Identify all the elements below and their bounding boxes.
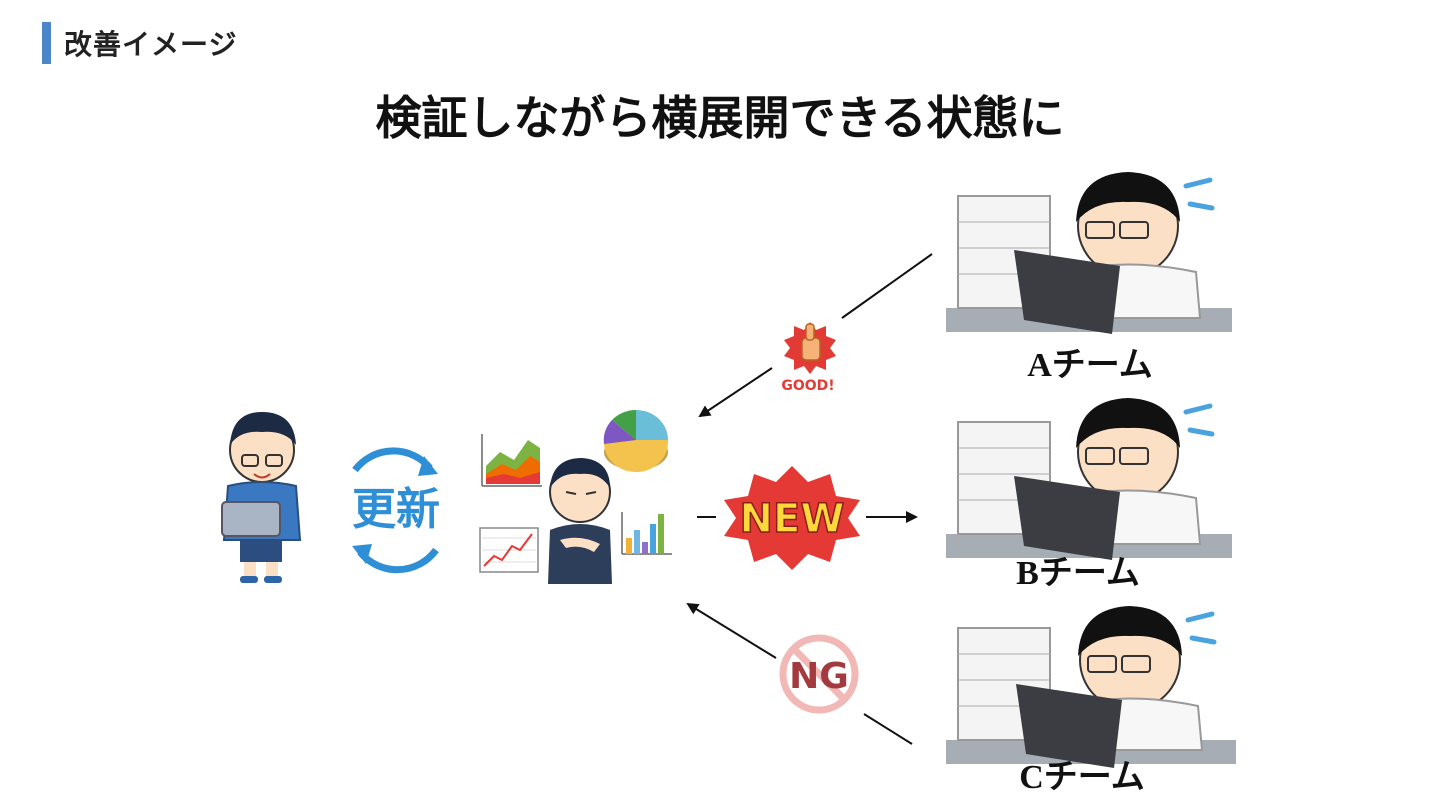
new-label: NEW	[740, 496, 845, 542]
line-chart-icon	[480, 528, 538, 572]
good-label: GOOD!	[781, 378, 834, 394]
team-a-label: Aチーム	[1027, 347, 1153, 384]
pie-chart-icon	[604, 410, 668, 472]
update-cycle-icon: 更新	[352, 451, 440, 570]
ng-label: NG	[789, 656, 849, 697]
feedback-arrowhead-c	[688, 604, 776, 658]
team-a-worker-icon	[946, 172, 1232, 334]
team-b-worker-icon	[946, 398, 1232, 560]
area-chart-icon	[482, 434, 542, 486]
team-b-label: Bチーム	[1016, 555, 1140, 592]
team-c-worker-icon	[946, 606, 1236, 768]
bar-chart-icon	[622, 512, 672, 554]
update-label: 更新	[352, 484, 440, 535]
feedback-arrowhead-a	[700, 368, 772, 416]
good-thumbs-up-icon: GOOD!	[781, 322, 836, 394]
thinking-person-icon	[548, 458, 612, 584]
feedback-arrow-c	[864, 714, 912, 744]
feedback-arrow-a	[842, 254, 932, 318]
developer-person-icon	[222, 412, 300, 583]
new-burst-badge: NEW	[724, 466, 860, 570]
ng-prohibited-icon: NG	[783, 638, 855, 710]
team-c-label: Cチーム	[1019, 759, 1145, 796]
